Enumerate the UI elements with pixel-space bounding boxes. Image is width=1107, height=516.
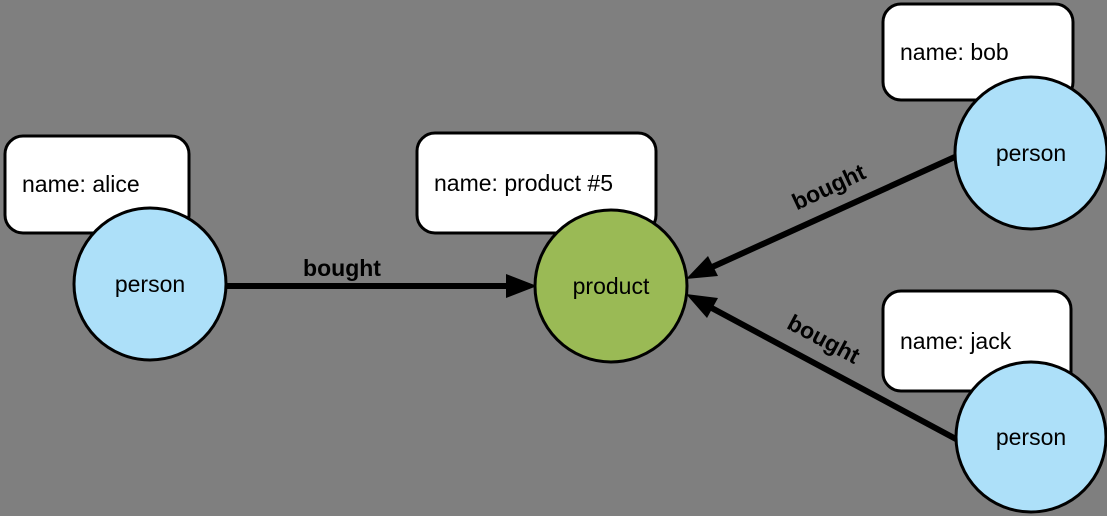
- property-text-product: name: product #5: [434, 170, 613, 196]
- edge-label-alice-product: bought: [303, 255, 381, 281]
- node-circle-alice: [72, 206, 228, 362]
- node-jack: person: [954, 360, 1107, 514]
- node-circle-product: [533, 208, 689, 364]
- property-text-jack: name: jack: [900, 328, 1012, 354]
- node-label-jack: person: [996, 424, 1066, 450]
- property-box-rect-product: [415, 131, 658, 235]
- arrowhead-jack-product: [686, 294, 718, 318]
- edge-alice-product: bought: [200, 255, 537, 298]
- node-product: product: [533, 208, 689, 364]
- arrowhead-alice-product: [506, 274, 537, 298]
- node-circle-jack: [954, 360, 1107, 514]
- arrowhead-bob-product: [686, 256, 718, 279]
- node-bob: person: [953, 75, 1107, 231]
- property-text-bob: name: bob: [900, 39, 1009, 65]
- property-box-product: name: product #5: [415, 131, 658, 235]
- node-circle-bob: [953, 75, 1107, 231]
- node-label-alice: person: [115, 271, 185, 297]
- node-alice: person: [72, 206, 228, 362]
- node-label-bob: person: [996, 140, 1066, 166]
- node-label-product: product: [573, 273, 650, 299]
- property-text-alice: name: alice: [22, 171, 140, 197]
